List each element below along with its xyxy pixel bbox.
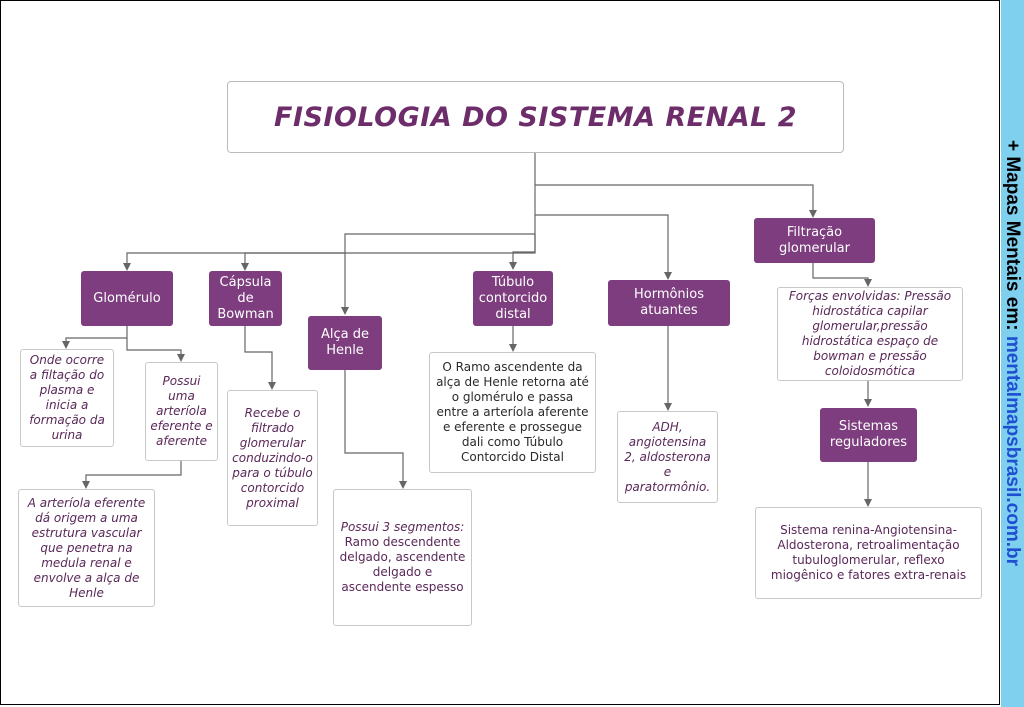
connector-glomerulo-possui [126,338,185,362]
note-alca-segmentos: Possui 3 segmentos: Ramo descendente del… [333,489,472,626]
connector-alca [341,233,535,315]
note-glomerulo-onde-text: Onde ocorre a filtação do plasma e inici… [29,353,105,442]
sidebar-banner [1001,0,1024,707]
sidebar-prefix: + Mapas Mentais em: [1002,139,1023,336]
connector-glomerulo [123,252,345,271]
node-tubulo-contorcido-distal: Túbulo contorcido distal [473,271,553,326]
map-title: FISIOLOGIA DO SISTEMA RENAL 2 [274,101,797,133]
node-hormonios-label: Hormônios atuantes [633,287,705,318]
note-capsula-recebe: Recebe o filtrado glomerular conduzindo-… [227,390,318,526]
node-sistemas-label: Sistemas reguladores [829,419,908,450]
node-glomerulo: Glomérulo [81,271,173,326]
map-frame [0,0,1000,705]
node-filtracao-glomerular: Filtração glomerular [754,218,875,263]
node-filtracao-label: Filtração glomerular [779,224,850,256]
node-glomerulo-label: Glomérulo [93,290,161,306]
note-hormonios-lista: ADH, angiotensina 2, aldosterona e parat… [617,411,718,503]
connector-glomerulo-onde [62,326,128,349]
note-capsula-recebe-text: Recebe o filtrado glomerular conduzindo-… [232,405,313,510]
connector-capsula [241,234,536,271]
note-glomerulo-onde: Onde ocorre a filtação do plasma e inici… [20,349,114,447]
map-title-box: FISIOLOGIA DO SISTEMA RENAL 2 [227,81,844,153]
node-capsula-label: Cápsula de Bowman [217,274,274,322]
node-hormonios-atuantes: Hormônios atuantes [608,280,730,326]
connector-hormonios [535,214,672,280]
sidebar-link[interactable]: mentalmapsbrasil.com.br [1002,335,1023,567]
connector-capsula-recebe [244,326,276,390]
note-filtracao-forcas: Forças envolvidas: Pressão hidrostática … [777,287,963,381]
note-tubulo-ramo-text: O Ramo ascendente da alça de Henle retor… [436,360,589,464]
connector-lines [62,153,872,507]
note-glomerulo-possui-text: Possui uma arteríola eferente e aferente [150,374,213,448]
note-filtracao-forcas-text: Forças envolvidas: Pressão hidrostática … [788,289,952,378]
node-alca-label: Alça de Henle [320,327,369,358]
note-alca-segmentos-text: Possui 3 segmentos: Ramo descendente del… [338,520,467,595]
connector-tubulo [509,215,536,270]
connector-filtracao-forcas [812,263,872,287]
note-sistemas-lista-text: Sistema renina-Angiotensina-Aldosterona,… [770,523,967,582]
note-alca-segmentos-lead: Possui 3 segmentos: [340,520,465,534]
note-glomerulo-arteriola-text: A arteríola eferente dá origem a uma est… [27,495,146,600]
note-alca-segmentos-body: Ramo descendente delgado, ascendente del… [339,535,466,594]
note-sistemas-lista: Sistema renina-Angiotensina-Aldosterona,… [755,507,982,599]
connector-filtracao [535,184,817,218]
note-tubulo-ramo: O Ramo ascendente da alça de Henle retor… [429,352,596,473]
node-sistemas-reguladores: Sistemas reguladores [820,408,917,462]
note-hormonios-lista-text: ADH, angiotensina 2, aldosterona e parat… [624,419,711,494]
node-capsula-de-bowman: Cápsula de Bowman [209,271,282,326]
connector-glomerulo-arteriola [82,461,182,489]
note-glomerulo-possui: Possui uma arteríola eferente e aferente [145,362,218,461]
sidebar-banner-text: + Mapas Mentais em: mentalmapsbrasil.com… [1001,140,1023,566]
note-glomerulo-arteriola: A arteríola eferente dá origem a uma est… [18,489,155,607]
node-tubulo-label: Túbulo contorcido distal [478,274,548,322]
connector-alca-segmentos [344,370,407,489]
node-alca-de-henle: Alça de Henle [308,316,382,370]
